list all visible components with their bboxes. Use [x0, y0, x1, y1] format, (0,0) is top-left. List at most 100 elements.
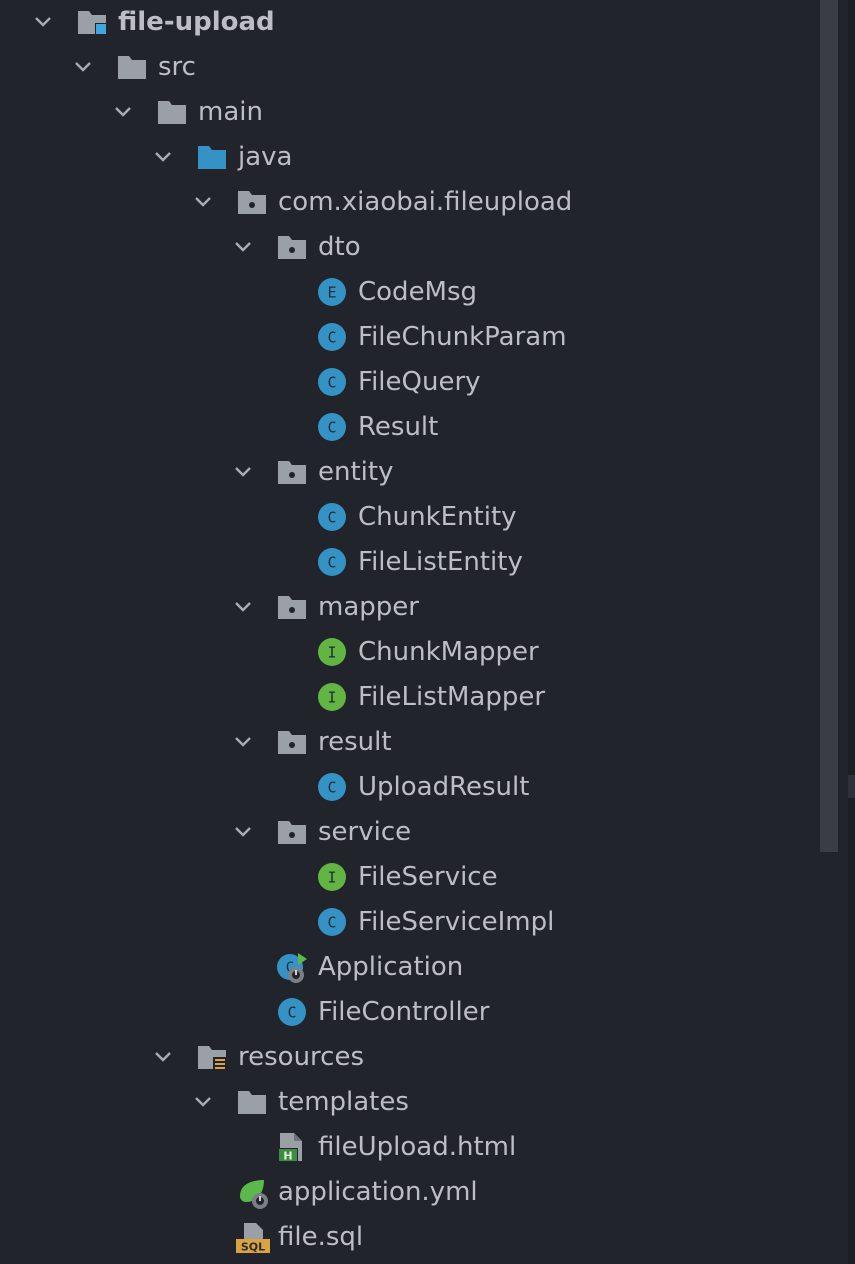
chevron-down-icon[interactable]	[74, 59, 92, 73]
class-icon: C	[316, 906, 348, 938]
tree-item-label: ChunkEntity	[358, 502, 517, 532]
package-icon	[276, 456, 308, 488]
class-icon: C	[316, 366, 348, 398]
tree-item-label: mapper	[318, 592, 419, 622]
tree-item[interactable]: application.yml	[0, 1170, 815, 1215]
svg-text:SQL: SQL	[241, 1241, 265, 1254]
folder-icon	[156, 96, 188, 128]
tree-item[interactable]: file-upload	[0, 0, 815, 45]
chevron-down-icon[interactable]	[234, 734, 252, 748]
tree-item[interactable]: C FileListEntity	[0, 540, 815, 585]
chevron-down-icon[interactable]	[234, 824, 252, 838]
tree-item[interactable]: entity	[0, 450, 815, 495]
svg-text:E: E	[327, 284, 336, 302]
tree-item[interactable]: com.xiaobai.fileupload	[0, 180, 815, 225]
svg-text:C: C	[327, 374, 336, 392]
package-icon	[276, 816, 308, 848]
tree-item[interactable]: I FileListMapper	[0, 675, 815, 720]
folder-icon	[236, 1086, 268, 1118]
tree-item-label: FileController	[318, 997, 490, 1027]
tree-item[interactable]: java	[0, 135, 815, 180]
tree-item[interactable]: C FileChunkParam	[0, 315, 815, 360]
interface-icon: I	[316, 681, 348, 713]
tree-item-label: ChunkMapper	[358, 637, 539, 667]
tree-item[interactable]: SQL file.sql	[0, 1215, 815, 1260]
svg-text:C: C	[327, 779, 336, 797]
spring-boot-app-icon: C	[276, 951, 308, 983]
tree-item-label: Result	[358, 412, 439, 442]
tree-item[interactable]: service	[0, 810, 815, 855]
tree-item-label: templates	[278, 1087, 409, 1117]
chevron-down-icon[interactable]	[234, 599, 252, 613]
tree-item[interactable]: I FileService	[0, 855, 815, 900]
tree-item[interactable]: H fileUpload.html	[0, 1125, 815, 1170]
tree-item[interactable]: resources	[0, 1035, 815, 1080]
chevron-down-icon[interactable]	[34, 14, 52, 28]
tree-item-label: FileListEntity	[358, 547, 523, 577]
tree-item[interactable]: src	[0, 45, 815, 90]
tree-item[interactable]: C ChunkEntity	[0, 495, 815, 540]
class-icon: C	[316, 501, 348, 533]
tree-item[interactable]: result	[0, 720, 815, 765]
folder-icon	[116, 51, 148, 83]
interface-icon: I	[316, 636, 348, 668]
tree-item-label: FileQuery	[358, 367, 481, 397]
tree-item[interactable]: C UploadResult	[0, 765, 815, 810]
tree-item-label: FileChunkParam	[358, 322, 567, 352]
package-icon	[276, 591, 308, 623]
tree-item[interactable]: C FileController	[0, 990, 815, 1035]
chevron-down-icon[interactable]	[154, 149, 172, 163]
tree-item[interactable]: mapper	[0, 585, 815, 630]
tree-item[interactable]: C Application	[0, 945, 815, 990]
tree-item-label: dto	[318, 232, 361, 262]
class-icon: C	[316, 321, 348, 353]
source-folder-icon	[196, 141, 228, 173]
tree-item[interactable]: templates	[0, 1080, 815, 1125]
tree-item[interactable]: E CodeMsg	[0, 270, 815, 315]
tree-item[interactable]: C FileQuery	[0, 360, 815, 405]
svg-text:C: C	[287, 1004, 296, 1022]
tree-item-label: entity	[318, 457, 394, 487]
tree-item-label: src	[158, 52, 196, 82]
html-file-icon: H	[276, 1131, 308, 1163]
svg-text:C: C	[327, 554, 336, 572]
module-folder-icon	[76, 6, 108, 38]
project-tree: file-upload src main java com.xiaobai.fi…	[0, 0, 815, 1260]
svg-text:C: C	[286, 960, 294, 976]
svg-text:H: H	[283, 1150, 292, 1163]
chevron-down-icon[interactable]	[234, 239, 252, 253]
tree-item-label: main	[198, 97, 263, 127]
tree-item-label: java	[238, 142, 293, 172]
tree-item-label: UploadResult	[358, 772, 530, 802]
tree-item[interactable]: I ChunkMapper	[0, 630, 815, 675]
tree-item-label: resources	[238, 1042, 365, 1072]
class-icon: C	[276, 996, 308, 1028]
scrollbar-edge-marker	[848, 775, 855, 798]
tree-item-label: FileListMapper	[358, 682, 546, 712]
svg-text:C: C	[327, 509, 336, 527]
tree-item-label: application.yml	[278, 1177, 478, 1207]
svg-text:I: I	[327, 869, 336, 887]
class-icon: C	[316, 771, 348, 803]
interface-icon: I	[316, 861, 348, 893]
package-icon	[236, 186, 268, 218]
spring-config-icon	[236, 1176, 268, 1209]
tree-item-label: CodeMsg	[358, 277, 478, 307]
chevron-down-icon[interactable]	[194, 1094, 212, 1108]
chevron-down-icon[interactable]	[154, 1049, 172, 1063]
chevron-down-icon[interactable]	[234, 464, 252, 478]
chevron-down-icon[interactable]	[114, 104, 132, 118]
package-icon	[276, 231, 308, 263]
svg-text:C: C	[327, 329, 336, 347]
tree-item[interactable]: dto	[0, 225, 815, 270]
tree-item[interactable]: C FileServiceImpl	[0, 900, 815, 945]
svg-text:I: I	[327, 644, 336, 662]
tree-item[interactable]: C Result	[0, 405, 815, 450]
svg-text:C: C	[327, 419, 336, 437]
scrollbar-thumb[interactable]	[820, 0, 838, 852]
tree-item-label: file-upload	[118, 7, 275, 37]
chevron-down-icon[interactable]	[194, 194, 212, 208]
tree-item[interactable]: main	[0, 90, 815, 135]
tree-item-label: com.xiaobai.fileupload	[278, 187, 573, 217]
svg-text:I: I	[327, 689, 336, 707]
